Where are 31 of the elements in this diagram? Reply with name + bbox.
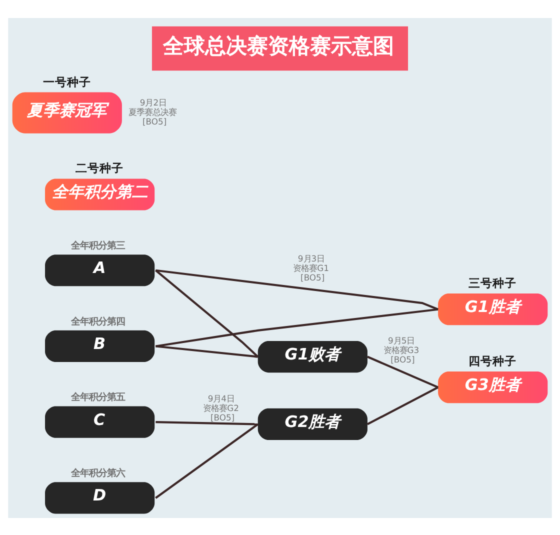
node-label: 三号种子	[468, 276, 517, 290]
edge-label: 9月4日资格赛G2[BO5]	[203, 392, 239, 422]
node-box: G1胜者	[438, 293, 548, 325]
node-label: 9月2日夏季赛总决赛[BO5]	[128, 96, 176, 126]
node-box: C	[45, 406, 155, 438]
node-box: D	[45, 482, 155, 514]
node-box: G2胜者	[258, 408, 368, 440]
connector	[367, 355, 438, 388]
edge-label: 9月5日资格赛G3[BO5]	[383, 335, 420, 364]
node-box: 全年积分第二	[45, 178, 155, 210]
edge-label: 9月3日资格赛G1[BO5]	[293, 252, 330, 282]
node-label: 全年积分第五	[70, 392, 125, 403]
node-label: 全年积分第三	[70, 240, 125, 251]
connector	[156, 420, 258, 425]
connector	[155, 422, 258, 498]
connector	[156, 268, 438, 310]
connector	[154, 269, 259, 358]
node-box: G1败者	[258, 340, 368, 372]
node-label: 全年积分第四	[70, 316, 125, 327]
node-label: 二号种子	[76, 160, 124, 175]
node-box: 夏季赛冠军	[12, 92, 122, 133]
node-label: 四号种子	[468, 353, 517, 368]
connector	[156, 344, 258, 358]
connector	[366, 386, 439, 425]
node-box: G3胜者	[438, 371, 548, 403]
connector	[156, 308, 438, 347]
node-box: B	[45, 330, 155, 362]
node-label: 一号种子	[42, 74, 91, 88]
node-label: 全年积分第六	[70, 468, 125, 479]
diagram-title: 全球总决赛资格赛示意图	[163, 32, 394, 58]
node-box: A	[45, 254, 155, 286]
